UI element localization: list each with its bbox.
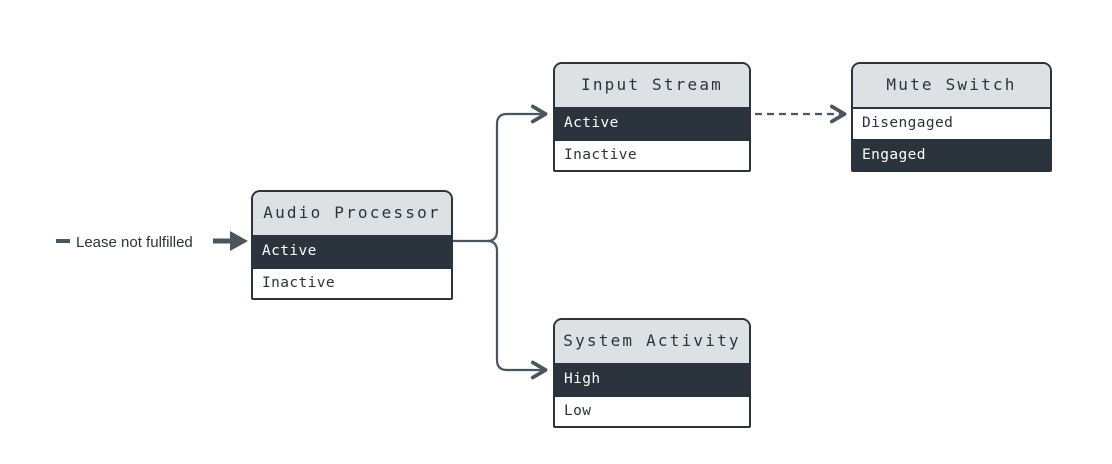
node-input-stream[interactable]: Input Stream Active Inactive bbox=[553, 62, 751, 172]
node-system-activity-row-low[interactable]: Low bbox=[555, 394, 749, 426]
node-mute-switch-title: Mute Switch bbox=[853, 64, 1050, 109]
node-mute-switch-row-engaged[interactable]: Engaged bbox=[853, 138, 1050, 170]
node-audio-processor-row-active[interactable]: Active bbox=[253, 237, 451, 267]
node-audio-processor[interactable]: Audio Processor Active Inactive bbox=[251, 190, 453, 300]
node-audio-processor-title: Audio Processor bbox=[253, 192, 451, 237]
edge-audio-processor-to-system-activity bbox=[485, 239, 548, 380]
node-audio-processor-row-inactive[interactable]: Inactive bbox=[253, 266, 451, 298]
node-mute-switch[interactable]: Mute Switch Disengaged Engaged bbox=[851, 62, 1052, 172]
node-system-activity-title: System Activity bbox=[555, 320, 749, 365]
edge-audio-processor-to-input-stream bbox=[485, 104, 548, 243]
entry-solid-arrow bbox=[213, 231, 248, 251]
entry-label: Lease not fulfilled bbox=[76, 234, 193, 251]
node-mute-switch-row-disengaged[interactable]: Disengaged bbox=[853, 109, 1050, 139]
node-system-activity-row-high[interactable]: High bbox=[555, 365, 749, 395]
node-input-stream-title: Input Stream bbox=[555, 64, 749, 109]
node-input-stream-row-inactive[interactable]: Inactive bbox=[555, 138, 749, 170]
node-input-stream-row-active[interactable]: Active bbox=[555, 109, 749, 139]
node-system-activity[interactable]: System Activity High Low bbox=[553, 318, 751, 428]
